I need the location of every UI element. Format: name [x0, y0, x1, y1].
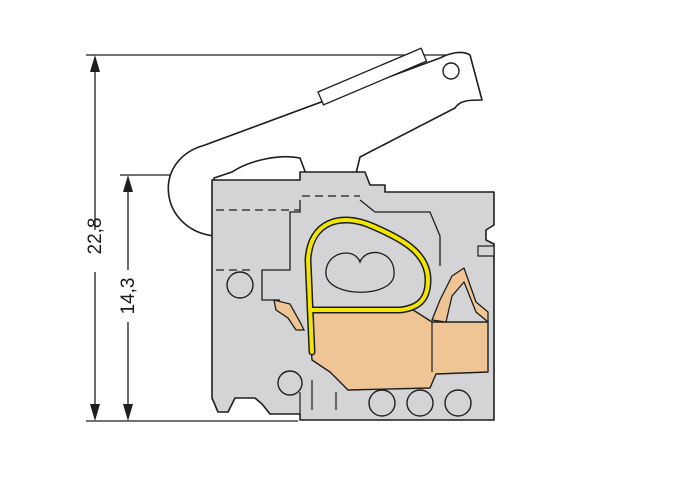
overall-arrow-top — [90, 55, 100, 72]
lower-ribs — [299, 380, 337, 414]
body-arrow-bottom — [123, 404, 133, 421]
mounting-hole — [226, 271, 254, 299]
lever-slot — [317, 47, 428, 106]
lever-hole — [442, 62, 460, 80]
body-arrow-top — [123, 175, 133, 192]
body-height-label: 14,3 — [118, 278, 139, 315]
contact-clip — [431, 267, 489, 323]
test-hole-2 — [406, 389, 434, 417]
test-hole-3 — [444, 389, 472, 417]
overall-height-label: 22,8 — [85, 218, 106, 255]
overall-arrow-bottom — [90, 404, 100, 421]
conductor-entry — [325, 251, 395, 293]
current-bar — [307, 307, 489, 391]
side-notch — [477, 245, 495, 257]
lower-hole — [277, 370, 303, 396]
contact-spring-tab — [273, 299, 306, 331]
operating-lever — [167, 51, 483, 237]
clamp-spring-fill — [306, 217, 430, 354]
test-hole-1 — [368, 389, 396, 417]
internal-channel — [261, 199, 441, 301]
